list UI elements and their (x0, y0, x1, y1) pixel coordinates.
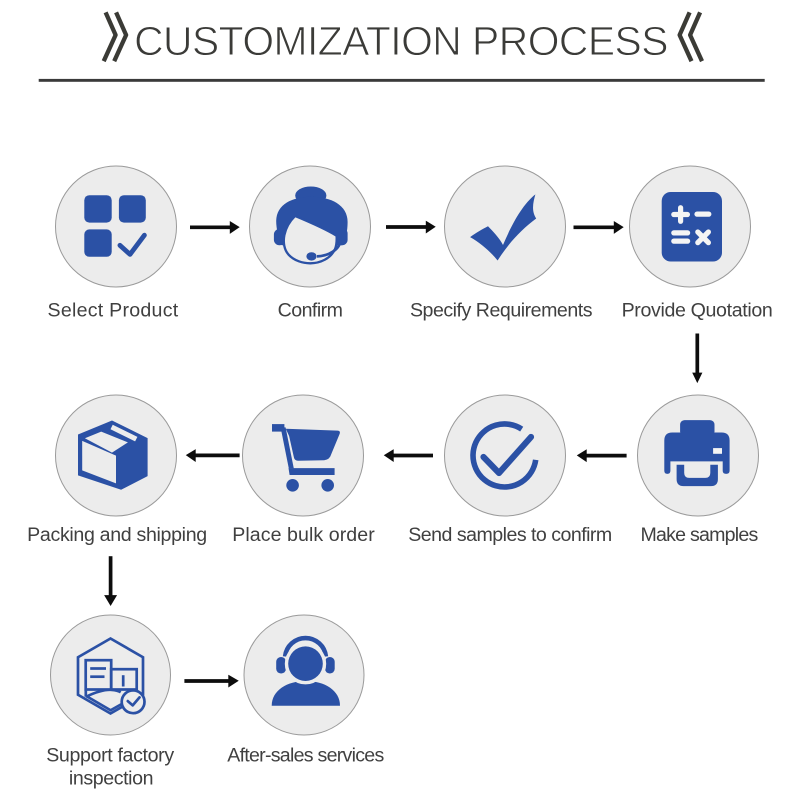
svg-text:Place bulk order: Place bulk order (232, 524, 375, 546)
svg-text:CUSTOMIZATION PROCESS: CUSTOMIZATION PROCESS (134, 18, 668, 64)
svg-text:Packing and shipping: Packing and shipping (27, 524, 207, 546)
svg-text:Provide Quotation: Provide Quotation (622, 300, 773, 322)
svg-text:Specify Requirements: Specify Requirements (410, 300, 593, 322)
svg-text:After-sales services: After-sales services (227, 744, 384, 766)
svg-text:Select Product: Select Product (48, 300, 179, 322)
svg-text:Send samples to confirm: Send samples to confirm (408, 524, 612, 546)
svg-text:Make samples: Make samples (640, 524, 758, 546)
svg-text:inspection: inspection (69, 768, 153, 790)
svg-text:Confirm: Confirm (278, 300, 343, 322)
svg-text:Support factory: Support factory (46, 744, 174, 766)
